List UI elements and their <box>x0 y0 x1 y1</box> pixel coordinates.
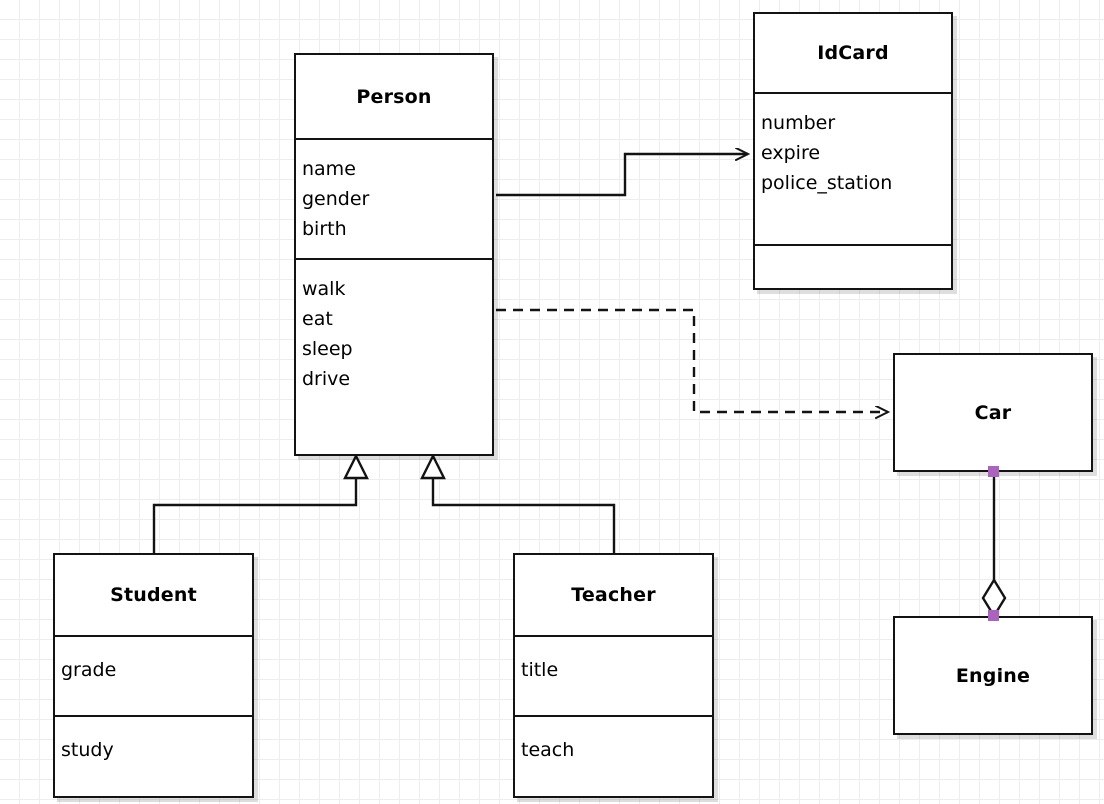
attribute-idcard-1: expire <box>761 142 821 164</box>
operation-person-3: drive <box>302 368 351 390</box>
class-name-car: Car <box>974 401 1012 424</box>
class-attributes-teacher: title <box>515 635 712 715</box>
class-box-idcard[interactable]: IdCard number expire police_station <box>753 12 953 290</box>
class-box-engine[interactable]: Engine <box>893 616 1093 735</box>
class-operations-teacher: teach <box>515 715 712 798</box>
edge-person-car[interactable] <box>496 308 888 412</box>
class-box-student[interactable]: Student grade study <box>53 553 254 798</box>
class-operations-idcard <box>755 244 951 288</box>
class-name-idcard: IdCard <box>817 42 889 64</box>
edge-student-person[interactable] <box>152 453 369 553</box>
operation-person-0: walk <box>302 278 346 300</box>
operation-teacher-0: teach <box>521 739 575 761</box>
connection-handle-car[interactable] <box>988 466 999 477</box>
class-box-teacher[interactable]: Teacher title teach <box>513 553 714 798</box>
class-name-engine: Engine <box>955 664 1031 687</box>
operation-student-0: study <box>61 739 114 761</box>
connection-handle-engine[interactable] <box>988 610 999 621</box>
class-name-teacher: Teacher <box>571 584 656 606</box>
operation-person-2: sleep <box>302 338 353 360</box>
edge-person-idcard[interactable] <box>496 154 748 197</box>
attribute-student-0: grade <box>61 659 117 681</box>
class-attributes-idcard: number expire police_station <box>755 92 951 244</box>
edge-teacher-person[interactable] <box>420 453 616 553</box>
attribute-person-0: name <box>302 158 356 180</box>
operation-person-1: eat <box>302 308 333 330</box>
attribute-person-2: birth <box>302 218 347 240</box>
attribute-person-1: gender <box>302 188 370 210</box>
class-name-student: Student <box>110 584 197 606</box>
edge-car-engine[interactable] <box>981 472 1007 619</box>
class-operations-person: walk eat sleep drive <box>296 258 492 454</box>
class-name-person: Person <box>356 85 432 108</box>
attribute-idcard-0: number <box>761 112 836 134</box>
class-attributes-person: name gender birth <box>296 138 492 258</box>
attribute-teacher-0: title <box>521 659 559 681</box>
class-box-car[interactable]: Car <box>893 353 1093 472</box>
attribute-idcard-2: police_station <box>761 172 893 194</box>
class-attributes-student: grade <box>55 635 252 715</box>
class-operations-student: study <box>55 715 252 798</box>
class-box-person[interactable]: Person name gender birth walk eat sleep … <box>294 53 494 456</box>
